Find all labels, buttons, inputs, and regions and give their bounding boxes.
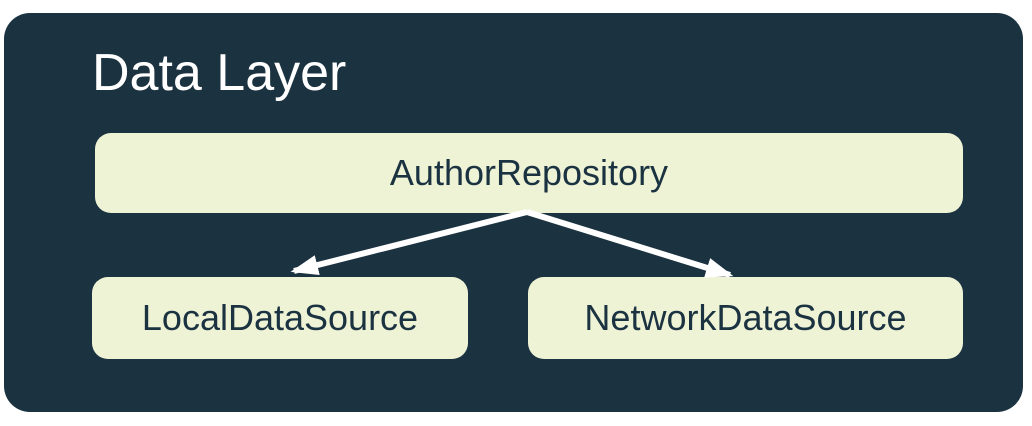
node-author-repository: AuthorRepository [95, 133, 963, 213]
node-network-data-source: NetworkDataSource [528, 277, 963, 359]
edge-repository-to-local [290, 209, 528, 275]
node-author-repository-label: AuthorRepository [389, 152, 669, 193]
edge-repository-to-network [526, 209, 734, 278]
diagram-title: Data Layer [92, 44, 347, 102]
node-local-data-source: LocalDataSource [92, 277, 468, 359]
data-layer-card: Data Layer AuthorRepository LocalDataSou… [4, 13, 1023, 412]
node-local-data-source-label: LocalDataSource [141, 297, 419, 338]
node-network-data-source-label: NetworkDataSource [584, 297, 907, 338]
